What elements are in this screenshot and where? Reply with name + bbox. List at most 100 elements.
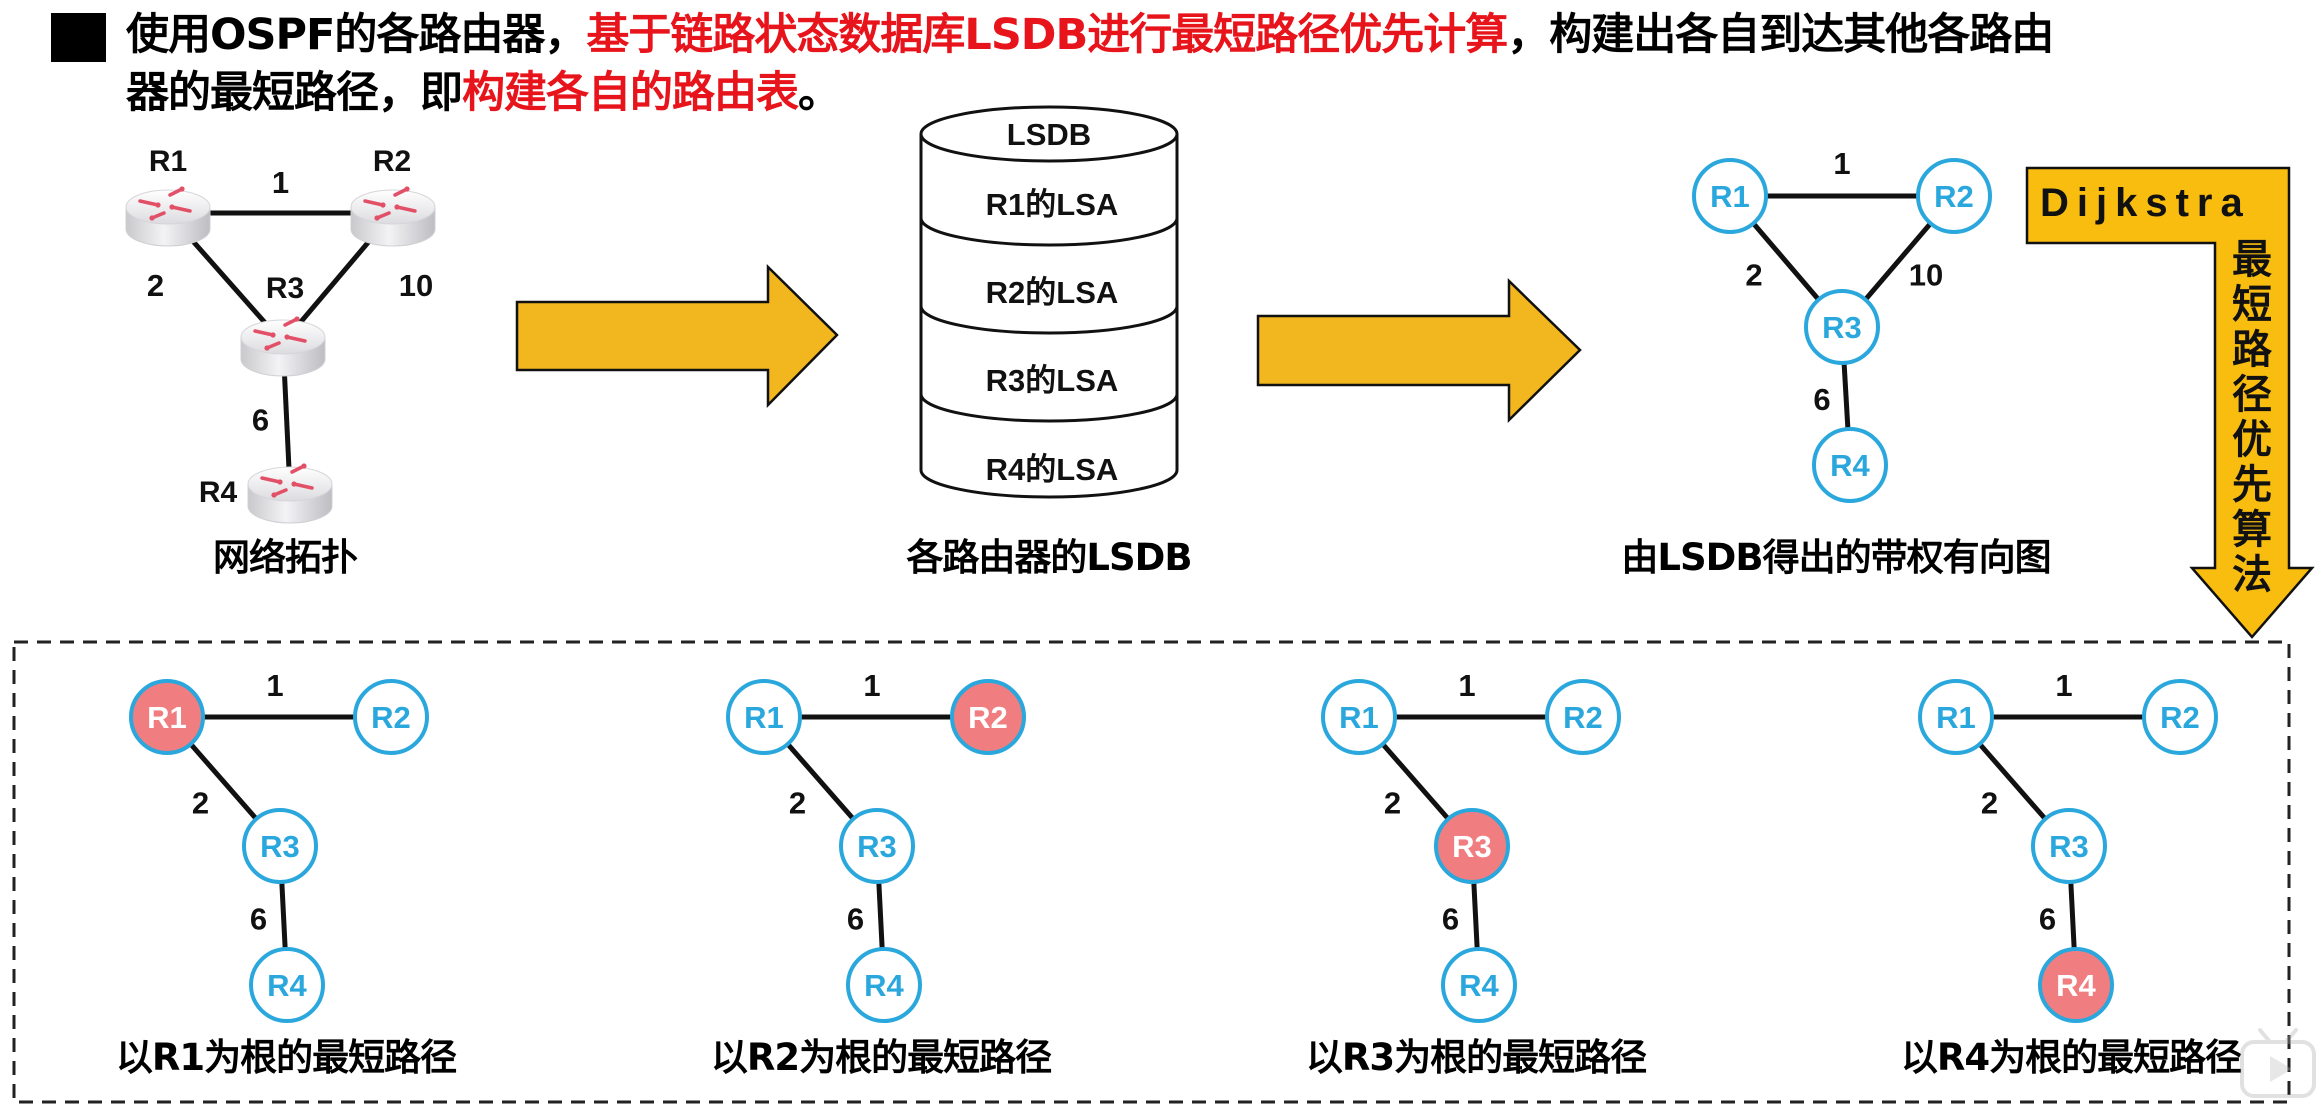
flow-arrow-icon — [515, 264, 839, 409]
node-circle — [726, 679, 802, 755]
node-r3: R3 — [242, 808, 318, 884]
link-cost-label: 1 — [272, 165, 289, 200]
edge-cost-label: 6 — [1813, 382, 1830, 417]
lsdb-caption: 各路由器的LSDB — [906, 536, 1192, 579]
node-r1-root: R1 — [129, 679, 205, 755]
node-r4: R4 — [249, 947, 325, 1023]
node-r3: R3 — [839, 808, 915, 884]
node-r1: R1 — [1918, 679, 1994, 755]
edge-cost-label: 1 — [2055, 668, 2072, 703]
edge-cost-label: 2 — [192, 786, 209, 821]
node-label: R3 — [260, 829, 300, 864]
title-part: 使用OSPF的各路由器， — [126, 10, 587, 60]
node-circle — [249, 947, 325, 1023]
edge-cost-label: 1 — [1458, 668, 1475, 703]
router-icon — [240, 316, 326, 377]
dijkstra-vertical-label: 最短路径优先算法 — [2224, 238, 2280, 598]
dijkstra-char: 法 — [2232, 552, 2272, 598]
node-label: R2 — [371, 700, 411, 735]
node-r1: R1 — [1321, 679, 1397, 755]
node-label: R3 — [1822, 310, 1862, 345]
node-label: R1 — [1339, 700, 1379, 735]
dijkstra-char: 先 — [2232, 462, 2272, 508]
edge-cost-label: 2 — [1745, 258, 1762, 293]
node-label: R4 — [1830, 448, 1870, 483]
router-icon — [247, 463, 333, 524]
node-r2: R2 — [2142, 679, 2218, 755]
node-label: R2 — [968, 700, 1008, 735]
node-circle — [1692, 158, 1768, 234]
node-circle — [846, 947, 922, 1023]
title-part-highlight: 基于链路状态数据库LSDB进行最短路径优先计算 — [586, 10, 1508, 60]
node-label: R4 — [1459, 968, 1499, 1003]
flow-arrow-icon — [1256, 278, 1582, 423]
title-line-2: 器的最短路径，即构建各自的路由表。 — [126, 68, 841, 118]
router-label: R1 — [149, 145, 187, 178]
node-circle — [1441, 947, 1517, 1023]
node-label: R3 — [1452, 829, 1492, 864]
node-circle — [1545, 679, 1621, 755]
dijkstra-char: 短 — [2232, 282, 2272, 328]
node-circle — [1321, 679, 1397, 755]
node-label: R4 — [267, 968, 307, 1003]
router-icon — [350, 186, 436, 247]
node-r4: R4 — [1441, 947, 1517, 1023]
edge-cost-label: 1 — [863, 668, 880, 703]
router-label: R2 — [373, 145, 411, 178]
node-label: R1 — [1936, 700, 1976, 735]
shortest-path-trees-frame — [12, 640, 2291, 1104]
dijkstra-char: 优 — [2232, 417, 2272, 463]
video-player-tv-icon — [2240, 1028, 2316, 1098]
weighted-graph-caption: 由LSDB得出的带权有向图 — [1621, 536, 2051, 579]
title-part: 器的最短路径，即 — [126, 68, 463, 118]
node-circle — [1918, 679, 1994, 755]
edge-cost-label: 2 — [1384, 786, 1401, 821]
lsdb-entry: R3的LSA — [986, 363, 1119, 398]
title-line-1: 使用OSPF的各路由器，基于链路状态数据库LSDB进行最短路径优先计算，构建出各… — [126, 10, 2054, 60]
node-r2-root: R2 — [950, 679, 1026, 755]
node-label: R4 — [864, 968, 904, 1003]
node-circle — [1812, 427, 1888, 503]
tree-caption-r4: 以R4为根的最短路径 — [1900, 1036, 2242, 1079]
router-label: R4 — [199, 476, 238, 509]
edge-cost-label: 1 — [1833, 146, 1850, 181]
edge-cost-label: 6 — [847, 902, 864, 937]
node-label: R3 — [2049, 829, 2089, 864]
node-label: R2 — [2160, 700, 2200, 735]
title-part-highlight: 构建各自的路由表 — [462, 68, 799, 118]
node-circle — [1804, 289, 1880, 365]
lsdb-entry: R2的LSA — [986, 275, 1119, 310]
edge-cost-label: 6 — [250, 902, 267, 937]
dijkstra-char: 径 — [2232, 372, 2272, 418]
node-label: R3 — [857, 829, 897, 864]
router-icon — [125, 186, 211, 247]
dijkstra-char: 最 — [2232, 237, 2272, 283]
node-label: R4 — [2056, 968, 2096, 1003]
node-r1: R1 — [726, 679, 802, 755]
node-r2: R2 — [1916, 158, 1992, 234]
link-cost-label: 6 — [252, 403, 269, 438]
node-label: R1 — [1710, 179, 1750, 214]
node-circle — [2031, 808, 2107, 884]
node-circle — [2142, 679, 2218, 755]
tree-caption-r1: 以R1为根的最短路径 — [115, 1036, 457, 1079]
node-label: R2 — [1563, 700, 1603, 735]
dijkstra-arrow-icon — [2025, 166, 2315, 639]
node-label: R1 — [744, 700, 784, 735]
link-cost-label: 2 — [147, 268, 164, 303]
link-cost-label: 10 — [399, 268, 433, 303]
node-circle — [353, 679, 429, 755]
node-circle — [1916, 158, 1992, 234]
dijkstra-label: Dijkstra — [2040, 181, 2251, 225]
title-part: ，构建出各自到达其他各路由 — [1507, 10, 2054, 60]
node-label: R1 — [147, 700, 187, 735]
topology-caption: 网络拓扑 — [213, 536, 358, 579]
title-part: 。 — [798, 68, 841, 118]
tree-caption-r2: 以R2为根的最短路径 — [710, 1036, 1052, 1079]
